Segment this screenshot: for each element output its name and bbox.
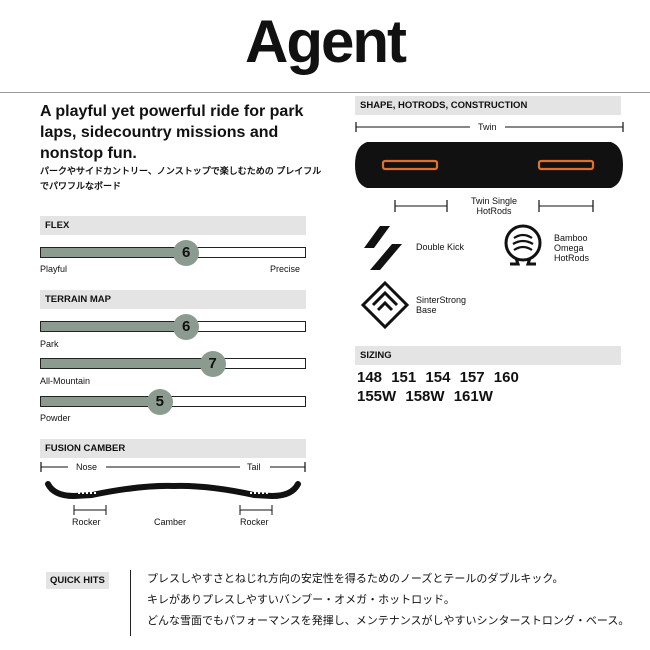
camber-heading: FUSION CAMBER — [40, 439, 306, 458]
camber-rocker-right-label: Rocker — [240, 517, 269, 527]
board-shape-diagram — [355, 122, 624, 212]
flex-left-label: Playful — [40, 264, 68, 274]
terrain-bar-park: 6 — [40, 313, 306, 340]
terrain-value-knob: 7 — [199, 350, 226, 377]
terrain-label-powder: Powder — [40, 413, 71, 423]
flex-heading: FLEX — [40, 216, 306, 235]
double-kick-label: Double Kick — [416, 242, 465, 252]
terrain-label-park: Park — [40, 339, 59, 349]
hotrods-label-line2: HotRods — [476, 206, 512, 216]
shape-label: Twin — [478, 122, 497, 132]
tagline: A playful yet powerful ride for park lap… — [40, 103, 304, 162]
shape-heading: SHAPE, HOTRODS, CONSTRUCTION — [355, 96, 621, 115]
title-divider — [0, 92, 650, 93]
camber-center-label: Camber — [154, 517, 187, 527]
flex-bar-fill — [41, 248, 187, 257]
bamboo-label-line3: HotRods — [554, 253, 590, 263]
sizing-heading: SIZING — [355, 346, 621, 365]
quick-hits-divider — [130, 570, 131, 636]
sizing-row-standard: 148 151 154 157 160 — [357, 369, 519, 386]
camber-rocker-left-label: Rocker — [72, 517, 101, 527]
hotrods-label-line1: Twin Single — [470, 196, 518, 206]
flex-right-label: Precise — [270, 264, 301, 274]
double-kick-icon — [364, 226, 402, 270]
tagline-japanese: パークやサイドカントリー、ノンストップで楽しむための プレイフルでパワフルなボー… — [40, 166, 322, 191]
bamboo-label-line2: Omega — [554, 243, 584, 253]
terrain-bar-fill — [41, 397, 160, 406]
quick-hit-line: プレスしやすさとねじれ方向の安定性を得るためのノーズとテールのダブルキック。 — [147, 573, 564, 585]
terrain-heading: TERRAIN MAP — [40, 290, 306, 309]
quick-hit-line: どんな雪面でもパフォーマンスを発揮し、メンテナンスがしやすいシンターストロング・… — [147, 615, 630, 627]
quick-hits-label: QUICK HITS — [46, 572, 109, 589]
terrain-value-knob: 6 — [173, 313, 200, 340]
terrain-label-all-mountain: All-Mountain — [40, 376, 91, 386]
camber-tail-label: Tail — [247, 462, 261, 472]
base-label-line2: Base — [416, 305, 437, 315]
terrain-bar-fill — [41, 322, 187, 331]
camber-nose-label: Nose — [76, 462, 98, 472]
bamboo-label-line1: Bamboo — [554, 233, 588, 243]
flex-value-knob: 6 — [173, 239, 200, 266]
base-label-line1: SinterStrong — [416, 295, 467, 305]
terrain-bar-fill — [41, 359, 213, 368]
terrain-bar-all-mountain: 7 — [40, 350, 306, 377]
sinterstrong-base-icon — [360, 280, 410, 330]
sizing-row-wide: 155W 158W 161W — [357, 388, 493, 405]
quick-hit-line: キレがありプレスしやすいバンブー・オメガ・ホットロッド。 — [147, 594, 455, 606]
terrain-bar-powder: 5 — [40, 388, 306, 415]
bamboo-omega-icon — [504, 224, 542, 266]
flex-bar: 6 — [40, 239, 306, 266]
terrain-value-knob: 5 — [146, 388, 173, 415]
camber-profile-diagram — [40, 462, 306, 515]
product-title: Agent — [245, 8, 407, 75]
